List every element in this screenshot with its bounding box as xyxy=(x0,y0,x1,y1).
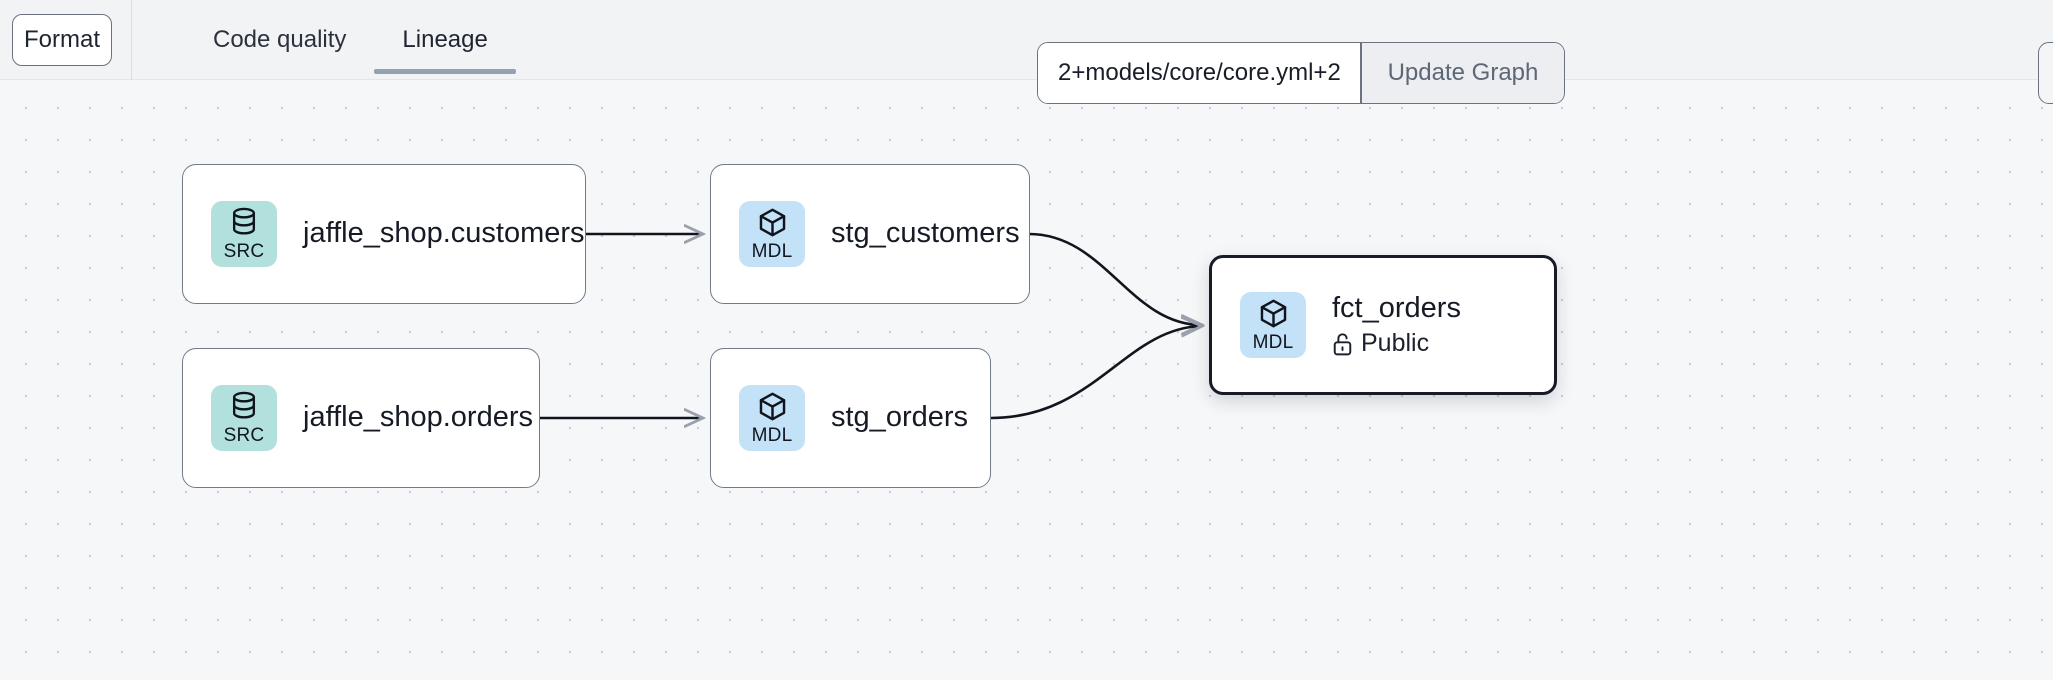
node-badge-label: SRC xyxy=(223,425,265,446)
node-badge-label: SRC xyxy=(223,241,265,262)
node-body: jaffle_shop.customers xyxy=(303,217,585,250)
node-title: jaffle_shop.orders xyxy=(303,401,534,434)
selector-divider xyxy=(1360,43,1362,103)
tab-lineage[interactable]: Lineage xyxy=(374,0,516,80)
node-badge-src: SRC xyxy=(211,385,277,451)
toolbar-header: Format Code quality Lineage xyxy=(0,0,2053,80)
lineage-node-fct-orders[interactable]: MDL fct_orders Public xyxy=(1209,255,1557,395)
cube-icon xyxy=(1260,299,1286,328)
format-button-label: Format xyxy=(23,25,100,53)
header-divider xyxy=(131,0,132,80)
node-body: fct_orders Public xyxy=(1332,292,1461,358)
node-body: jaffle_shop.orders xyxy=(303,401,533,434)
node-body: stg_orders xyxy=(831,401,968,434)
graph-selector-toolbar: Update Graph xyxy=(1037,42,1566,104)
node-title: stg_orders xyxy=(831,401,969,434)
tab-lineage-label: Lineage xyxy=(402,25,488,53)
node-badge-label: MDL xyxy=(751,241,793,262)
node-badge-label: MDL xyxy=(751,425,793,446)
lineage-node-stg-customers[interactable]: MDL stg_customers xyxy=(710,164,1030,304)
tab-bar: Code quality Lineage xyxy=(185,0,516,80)
format-button[interactable]: Format xyxy=(12,13,112,66)
node-body: stg_customers xyxy=(831,217,1020,250)
database-icon xyxy=(232,391,256,419)
node-badge-label: MDL xyxy=(1252,332,1294,353)
node-title: fct_orders xyxy=(1332,291,1461,324)
cube-icon xyxy=(759,208,785,237)
lineage-node-stg-orders[interactable]: MDL stg_orders xyxy=(710,348,991,488)
lineage-canvas[interactable]: SRC jaffle_shop.customers MDL stg_custom… xyxy=(0,80,2053,680)
tab-code-quality-label: Code quality xyxy=(213,25,347,53)
database-icon xyxy=(232,207,256,235)
tab-code-quality[interactable]: Code quality xyxy=(185,0,374,80)
edge-stgcustomers-to-fctorders xyxy=(1028,232,1202,325)
edge-stgorders-to-fctorders xyxy=(990,326,1202,420)
unlock-icon xyxy=(1333,333,1352,356)
tab-underline-active xyxy=(374,68,516,74)
node-title: stg_customers xyxy=(831,217,1020,250)
graph-selector-input[interactable] xyxy=(1038,43,1360,103)
overflow-toolbar-button[interactable] xyxy=(2038,42,2053,104)
node-access-label: Public xyxy=(1361,329,1430,358)
node-title: jaffle_shop.customers xyxy=(303,217,585,250)
node-badge-mdl: MDL xyxy=(1240,292,1306,358)
lineage-node-jaffle-shop-customers[interactable]: SRC jaffle_shop.customers xyxy=(182,164,586,304)
node-badge-src: SRC xyxy=(211,201,277,267)
node-access-badge: Public xyxy=(1332,329,1461,358)
node-badge-mdl: MDL xyxy=(739,201,805,267)
selector-group: Update Graph xyxy=(1037,42,1566,104)
update-graph-button[interactable]: Update Graph xyxy=(1361,43,1565,103)
node-badge-mdl: MDL xyxy=(739,385,805,451)
cube-icon xyxy=(759,392,785,421)
lineage-node-jaffle-shop-orders[interactable]: SRC jaffle_shop.orders xyxy=(182,348,540,488)
